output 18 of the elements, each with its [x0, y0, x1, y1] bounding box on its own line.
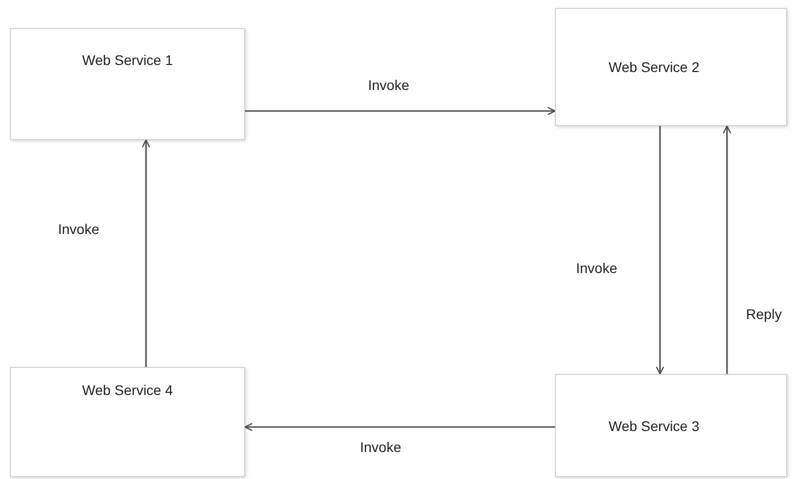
node-label: Web Service 2 — [608, 59, 700, 75]
service-box — [555, 8, 787, 126]
arrow — [142, 139, 150, 367]
edge-label: Reply — [744, 306, 784, 322]
edge-label: Invoke — [366, 77, 412, 93]
edge-label: Invoke — [358, 439, 404, 455]
edge-label: Invoke — [56, 221, 102, 237]
node-label: Web Service 3 — [608, 418, 700, 434]
node-label: Web Service 1 — [82, 52, 173, 68]
arrow — [244, 422, 555, 432]
arrow — [245, 106, 556, 116]
service-box — [10, 28, 245, 140]
service-box — [555, 374, 787, 477]
arrow — [722, 125, 732, 374]
service-box — [10, 367, 245, 477]
edge-label: Invoke — [574, 260, 620, 276]
arrow — [656, 126, 664, 375]
node-label: Web Service 4 — [82, 382, 173, 398]
